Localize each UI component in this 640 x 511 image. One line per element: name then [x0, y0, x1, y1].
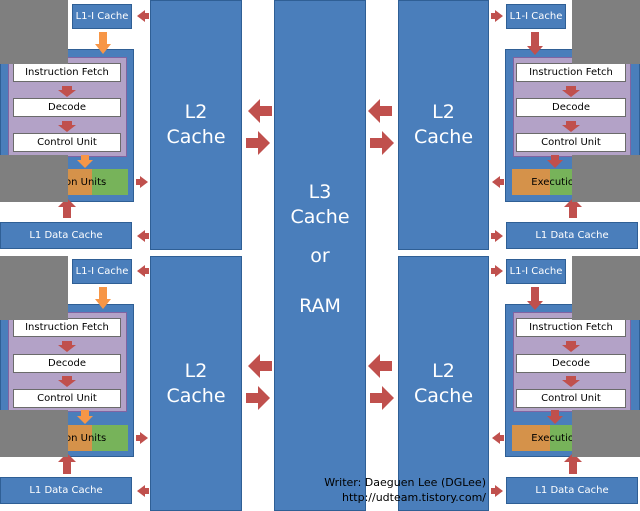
arrow-decode-control-br — [562, 376, 580, 387]
decode-bl: Decode — [13, 354, 121, 373]
execution-units-label-tr: Executio — [531, 176, 574, 188]
grey-overlay-br-bottom — [572, 410, 640, 457]
l2-label-2: Cache — [413, 384, 474, 407]
writer-url: http://udteam.tistory.com/ — [342, 491, 486, 504]
arrow-l1d-up-tr — [564, 198, 582, 218]
arrow-l3-to-l2-br — [370, 386, 394, 410]
l3-cache-or-ram: L3 Cache or RAM — [274, 0, 366, 511]
arrow-control-exec-tr — [547, 155, 563, 168]
exec-unit-green-br — [550, 425, 574, 451]
arrow-l1i-br — [491, 265, 503, 277]
l2-label-1: L2 — [184, 359, 208, 382]
control-unit-tr: Control Unit — [516, 133, 626, 152]
grey-overlay-tr-bottom — [572, 155, 640, 202]
l2-label-1: L2 — [432, 359, 455, 382]
arrow-exec-bl — [136, 432, 148, 444]
arrow-l1d-tr — [491, 230, 503, 242]
arrow-decode-control-tl — [58, 121, 76, 132]
arrow-fetch-decode-bl — [58, 341, 76, 352]
arrow-control-exec-bl — [77, 410, 93, 424]
exec-unit-orange-tr — [512, 169, 550, 195]
decode-tl: Decode — [13, 98, 121, 117]
l2-label-2: Cache — [166, 126, 226, 148]
arrow-l1d-up-bl — [58, 453, 76, 474]
l3-or-label: or — [310, 245, 330, 267]
arrow-l2-to-l3-bl — [246, 386, 270, 410]
arrow-l3-to-l2-tl — [248, 99, 272, 123]
arrow-decode-control-bl — [58, 376, 76, 387]
control-unit-bl: Control Unit — [13, 389, 121, 408]
instruction-fetch-br: Instruction Fetch — [516, 318, 626, 337]
writer-credit: Writer: Daeguen Lee (DGLee) http://udtea… — [300, 475, 486, 507]
control-unit-tl: Control Unit — [13, 133, 121, 152]
arrow-l1i-down-br — [527, 287, 543, 310]
grey-overlay-bl-bottom — [0, 410, 68, 457]
decode-br: Decode — [516, 354, 626, 373]
arrow-l2-to-l3-tl — [246, 131, 270, 155]
exec-unit-green-bl — [92, 425, 128, 451]
arrow-l1d-br — [491, 485, 503, 497]
execution-units-label-br: Executio — [531, 432, 574, 444]
arrow-l1i-tl — [137, 10, 149, 22]
arrow-l2-to-l3-br — [368, 354, 392, 378]
grey-overlay-bl-top — [0, 256, 68, 320]
arrow-l1i-bl — [137, 265, 149, 277]
exec-unit-orange-br — [512, 425, 550, 451]
l1i-cache-tl: L1-I Cache — [72, 4, 132, 29]
l1-data-cache-br: L1 Data Cache — [506, 477, 638, 504]
l2-label-2: Cache — [413, 126, 474, 148]
arrow-l1i-down-tr — [527, 32, 543, 55]
arrow-l1d-bl — [137, 485, 149, 497]
arrow-l1d-tl — [137, 230, 149, 242]
arrow-l1i-tr — [491, 10, 503, 22]
arrow-l3-to-l2-tr — [370, 131, 394, 155]
exec-unit-green-tl — [92, 169, 128, 195]
l1i-cache-br: L1-I Cache — [506, 259, 566, 284]
arrow-l1d-up-br — [564, 453, 582, 474]
grey-overlay-tl-bottom — [0, 155, 68, 202]
l3-label-1: L3 — [308, 181, 332, 203]
grey-overlay-tr-top — [572, 0, 640, 64]
instruction-fetch-tr: Instruction Fetch — [516, 63, 626, 82]
arrow-l1i-down-bl — [95, 287, 111, 309]
arrow-l2-to-l3-tr — [368, 99, 392, 123]
l1i-cache-bl: L1-I Cache — [72, 259, 132, 284]
decode-tr: Decode — [516, 98, 626, 117]
l2-cache-top-right: L2 Cache — [398, 0, 489, 250]
grey-overlay-tl-top — [0, 0, 68, 64]
exec-unit-green-tr — [550, 169, 574, 195]
execution-units-label-tl: on Units — [65, 176, 107, 188]
l1-data-cache-tl: L1 Data Cache — [0, 222, 132, 249]
arrow-decode-control-tr — [562, 121, 580, 132]
arrow-control-exec-tl — [77, 155, 93, 168]
l2-label-1: L2 — [184, 101, 208, 123]
arrow-fetch-decode-tl — [58, 86, 76, 97]
l1i-cache-tr: L1-I Cache — [506, 4, 566, 29]
arrow-fetch-decode-br — [562, 341, 580, 352]
l3-label-2: Cache — [290, 206, 350, 228]
grey-overlay-br-top — [572, 256, 640, 320]
arrow-l1i-down-tl — [95, 32, 111, 54]
execution-units-label-bl: on Units — [65, 432, 107, 444]
arrow-exec-tr — [492, 176, 504, 188]
l2-label-1: L2 — [432, 101, 455, 123]
arrow-control-exec-br — [547, 410, 563, 424]
l2-cache-top-left: L2 Cache — [150, 0, 242, 250]
arrow-exec-tl — [136, 176, 148, 188]
control-unit-br: Control Unit — [516, 389, 626, 408]
l1-data-cache-tr: L1 Data Cache — [506, 222, 638, 249]
l2-cache-bottom-right: L2 Cache — [398, 256, 489, 511]
arrow-exec-br — [492, 432, 504, 444]
l1-data-cache-bl: L1 Data Cache — [0, 477, 132, 504]
arrow-l1d-up-tl — [58, 198, 76, 218]
arrow-l3-to-l2-bl — [248, 354, 272, 378]
l2-label-2: Cache — [166, 384, 226, 407]
writer-name: Writer: Daeguen Lee (DGLee) — [324, 476, 486, 489]
l3-ram-label: RAM — [299, 295, 341, 317]
arrow-fetch-decode-tr — [562, 86, 580, 97]
l2-cache-bottom-left: L2 Cache — [150, 256, 242, 511]
